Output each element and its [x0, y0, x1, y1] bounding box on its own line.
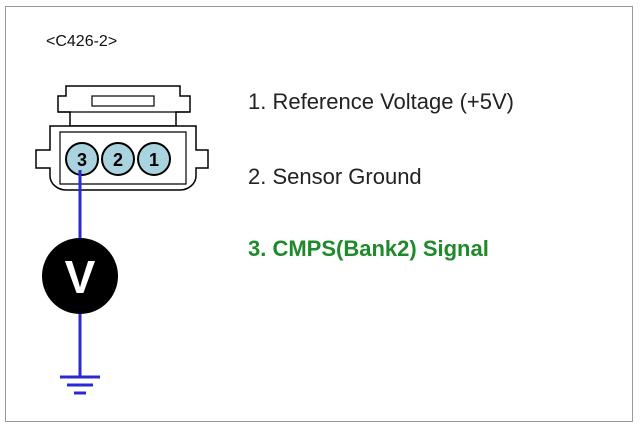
diagram-frame	[5, 6, 633, 422]
pin-number-2: 2	[113, 150, 123, 170]
voltmeter-label: V	[65, 251, 96, 303]
connector-pin-2	[101, 142, 135, 176]
pin-description-3: 3. CMPS(Bank2) Signal	[248, 236, 489, 261]
connector-pin-3	[65, 142, 99, 176]
connector-pin-1	[137, 142, 171, 176]
pin-description-1: 1. Reference Voltage (+5V)	[248, 89, 514, 114]
pin-number-1: 1	[149, 150, 159, 170]
voltmeter-icon: V	[42, 238, 118, 314]
pin-number-3: 3	[77, 150, 87, 170]
ground-icon	[60, 375, 100, 395]
pin-description-2: 2. Sensor Ground	[248, 164, 422, 189]
connector-id-label: <C426-2>	[46, 33, 118, 50]
